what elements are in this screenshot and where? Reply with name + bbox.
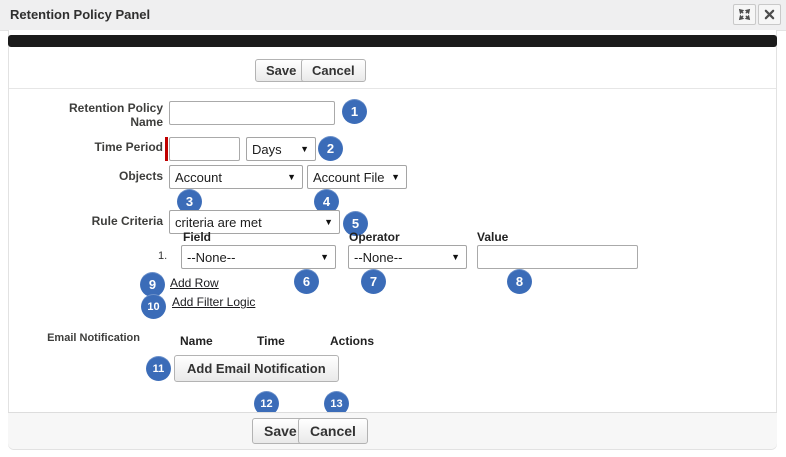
email-notification-label: Email Notification	[47, 332, 140, 344]
annotation-badge-8: 8	[507, 269, 532, 294]
object-file-select-value: Account File	[313, 169, 385, 185]
add-email-notification-button[interactable]: Add Email Notification	[174, 355, 339, 382]
chevron-down-icon: ▼	[324, 217, 333, 227]
time-unit-value: Days	[252, 141, 282, 157]
annotation-badge-6: 6	[294, 269, 319, 294]
annotation-badge-4: 4	[314, 189, 339, 214]
annotation-badge-3: 3	[177, 189, 202, 214]
chevron-down-icon: ▼	[300, 144, 309, 154]
objects-label: Objects	[118, 169, 163, 183]
object-file-select[interactable]: Account File ▼	[307, 165, 407, 189]
footer-bar	[8, 412, 777, 449]
close-button[interactable]	[758, 4, 781, 25]
object-select-value: Account	[175, 169, 222, 185]
annotation-badge-10: 10	[141, 294, 166, 319]
annotation-badge-12: 12	[254, 391, 279, 416]
add-row-link[interactable]: Add Row	[170, 276, 219, 290]
required-indicator	[165, 137, 168, 161]
add-filter-logic-link[interactable]: Add Filter Logic	[172, 295, 256, 309]
retention-policy-name-input[interactable]	[169, 101, 335, 125]
rule-criteria-value: criteria are met	[175, 214, 262, 230]
cancel-button-top[interactable]: Cancel	[301, 59, 366, 82]
annotation-badge-7: 7	[361, 269, 386, 294]
panel-body-frame	[8, 30, 777, 450]
field-column-header: Field	[183, 230, 212, 244]
black-divider-bar	[8, 35, 777, 47]
criteria-value-input[interactable]	[477, 245, 638, 269]
criteria-field-select[interactable]: --None-- ▼	[181, 245, 336, 269]
time-unit-select[interactable]: Days ▼	[246, 137, 316, 161]
annotation-badge-9: 9	[140, 272, 165, 297]
save-button-top[interactable]: Save	[255, 59, 308, 82]
expand-button[interactable]	[733, 4, 756, 25]
actions-column-header: Actions	[330, 334, 375, 348]
annotation-badge-11: 11	[146, 356, 171, 381]
rule-criteria-select[interactable]: criteria are met ▼	[169, 210, 340, 234]
time-period-input[interactable]	[169, 137, 240, 161]
rule-criteria-label: Rule Criteria	[91, 214, 163, 228]
annotation-badge-2: 2	[318, 136, 343, 161]
chevron-down-icon: ▼	[287, 172, 296, 182]
annotation-badge-1: 1	[342, 99, 367, 124]
title-bar: Retention Policy Panel	[0, 0, 786, 31]
toolbar-divider	[9, 88, 776, 89]
criteria-row-index: 1.	[158, 250, 168, 262]
time-column-header: Time	[257, 334, 285, 348]
retention-policy-name-label: Retention Policy Name	[68, 101, 163, 129]
criteria-field-value: --None--	[187, 249, 236, 265]
operator-column-header: Operator	[349, 230, 400, 244]
chevron-down-icon: ▼	[391, 172, 400, 182]
chevron-down-icon: ▼	[320, 252, 329, 262]
cancel-button-bottom[interactable]: Cancel	[298, 418, 368, 444]
annotation-badge-5: 5	[343, 211, 368, 236]
annotation-badge-13: 13	[324, 391, 349, 416]
name-column-header: Name	[180, 334, 213, 348]
value-column-header: Value	[477, 230, 509, 244]
panel-title: Retention Policy Panel	[10, 7, 151, 22]
object-select[interactable]: Account ▼	[169, 165, 303, 189]
criteria-operator-select[interactable]: --None-- ▼	[348, 245, 467, 269]
close-icon	[764, 9, 775, 20]
time-period-label: Time Period	[94, 140, 163, 154]
chevron-down-icon: ▼	[451, 252, 460, 262]
expand-icon	[738, 8, 751, 21]
criteria-operator-value: --None--	[354, 249, 403, 265]
